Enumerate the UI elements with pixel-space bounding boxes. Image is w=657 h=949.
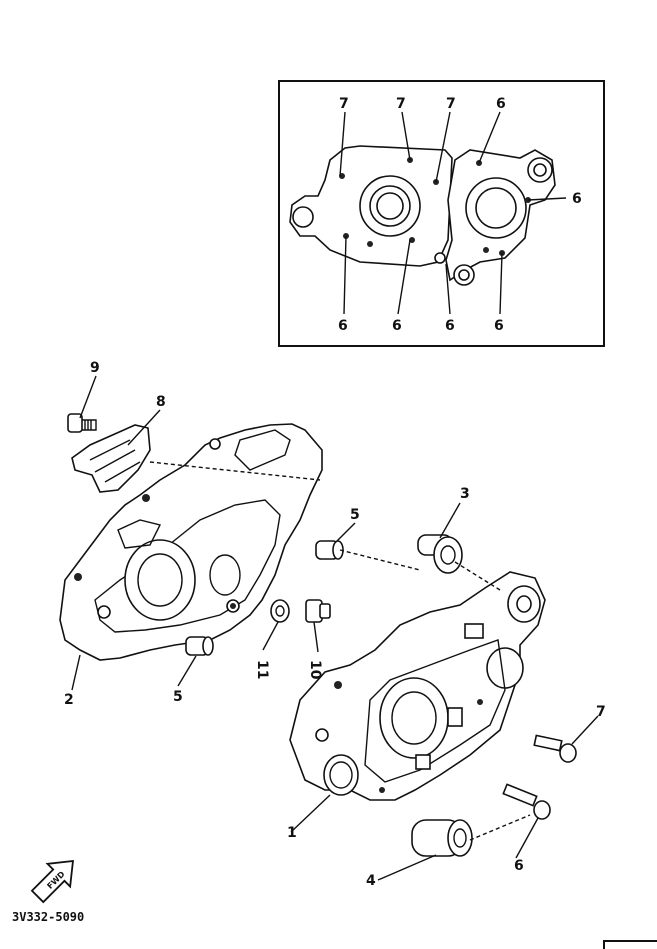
inset-assembly-view: 7 7 7 6 6 6 6 6 6: [278, 80, 605, 347]
callout-2: 2: [64, 692, 74, 708]
inset-callout-top-4: 6: [496, 96, 506, 112]
inset-callout-bottom-4: 6: [494, 318, 504, 334]
callout-6: 6: [514, 858, 524, 874]
callout-7: 7: [596, 704, 606, 720]
inset-right-case-half: [445, 149, 556, 286]
part-8-plate: [71, 424, 151, 493]
inset-callout-right: 6: [572, 191, 582, 207]
inset-leader-lines: [339, 111, 567, 315]
inset-callout-top-2: 7: [396, 96, 406, 112]
callout-3: 3: [460, 486, 470, 502]
inset-left-case-half: [289, 145, 453, 267]
callout-4: 4: [366, 873, 376, 889]
front-direction-arrow-icon: FWD: [30, 860, 74, 904]
inset-callout-bottom-3: 6: [445, 318, 455, 334]
inset-callout-bottom-1: 6: [338, 318, 348, 334]
part-11-washer: [270, 599, 290, 623]
callout-9: 9: [90, 360, 100, 376]
part-5-dowel-upper: [315, 540, 344, 560]
part-7-bolt: [533, 734, 577, 763]
left-crankcase-half: [59, 423, 323, 661]
diagram-part-code: 3V332-5090: [12, 910, 84, 924]
part-5-dowel-lower: [185, 636, 214, 656]
inset-callout-top-1: 7: [339, 96, 349, 112]
callout-10: 10: [307, 660, 323, 680]
inset-frame: [278, 80, 605, 347]
exploded-leader-lines: [71, 375, 599, 881]
callout-8: 8: [156, 394, 166, 410]
callout-1: 1: [287, 825, 297, 841]
inset-callout-bottom-2: 6: [392, 318, 402, 334]
callout-5-upper: 5: [350, 507, 360, 523]
part-10-plug: [305, 599, 331, 623]
part-4-bearing: [411, 819, 473, 857]
right-crankcase-half: [289, 571, 546, 801]
part-3-bearing: [417, 534, 463, 574]
part-6-bolt: [502, 783, 551, 820]
corner-mark: [603, 940, 657, 949]
callout-11: 11: [254, 660, 270, 679]
part-9-bolt: [67, 413, 97, 433]
inset-callout-top-3: 7: [446, 96, 456, 112]
callout-5-lower: 5: [173, 689, 183, 705]
